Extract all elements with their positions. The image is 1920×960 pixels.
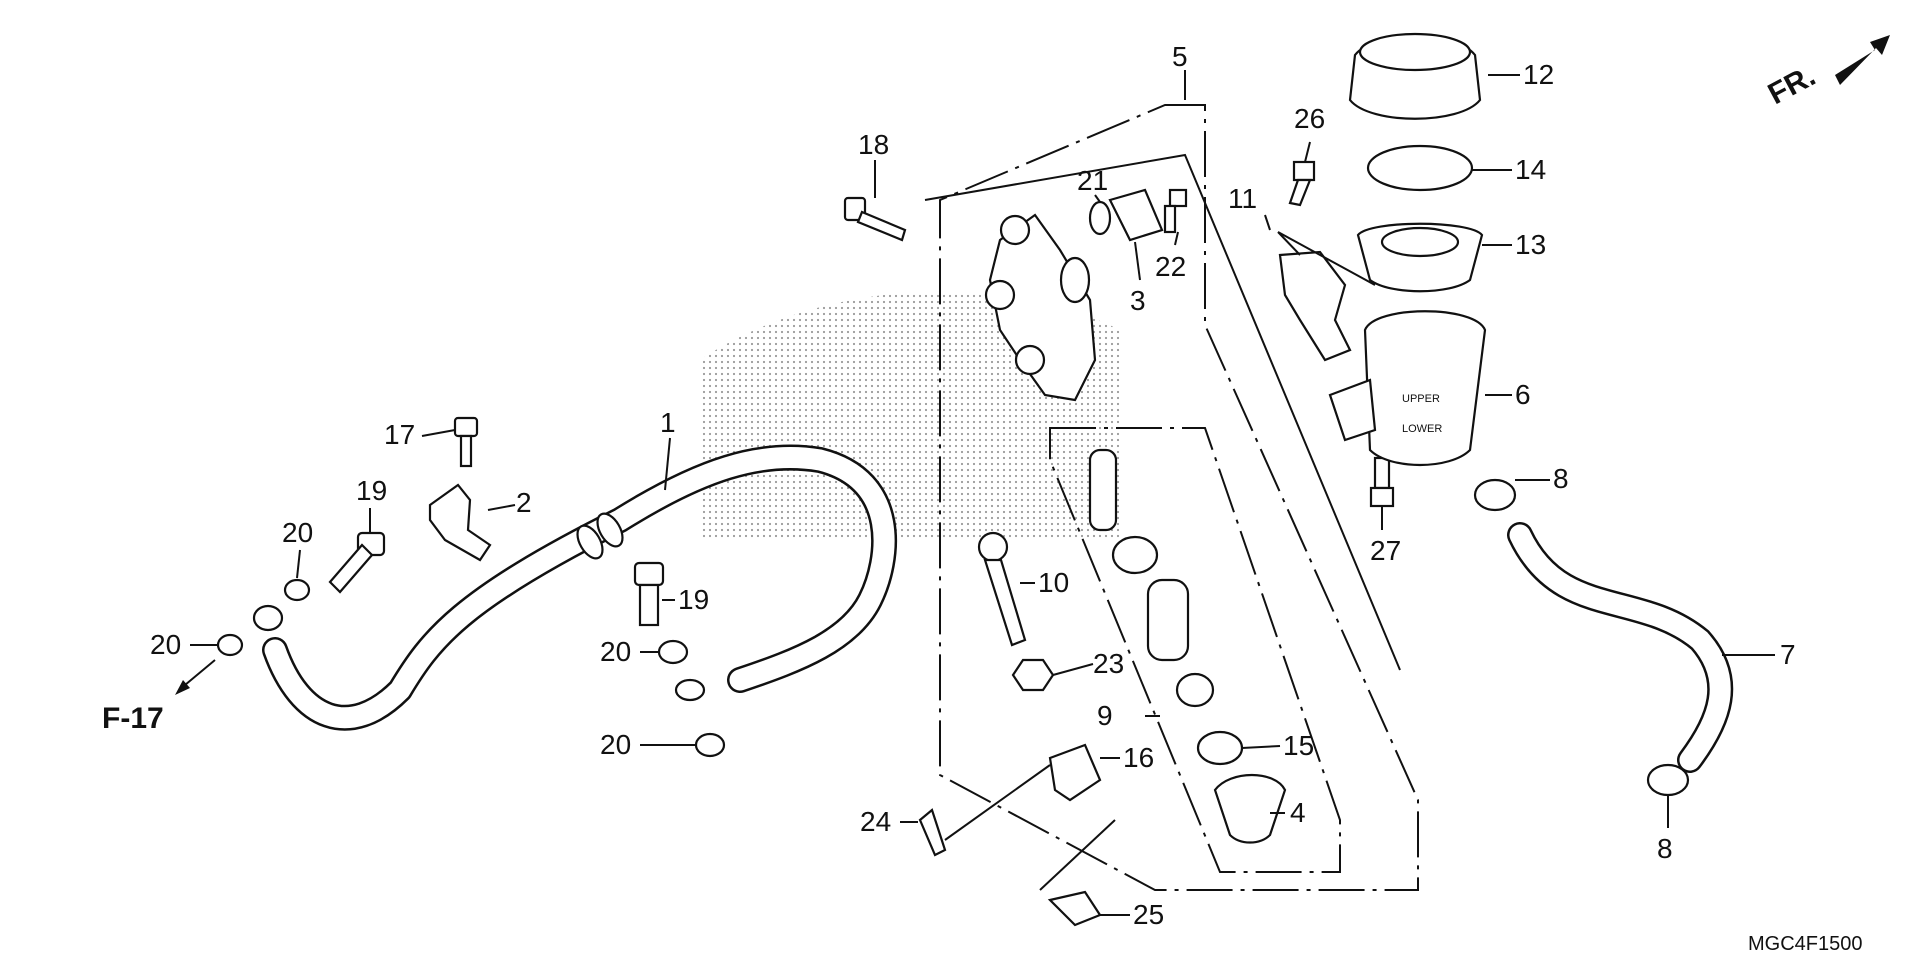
screw-22 [1163,188,1188,234]
callout-1: 1 [660,407,676,438]
callout-8-upper: 8 [1553,463,1569,494]
group-outline-5 [939,104,1419,891]
reservoir-hose [1507,522,1734,773]
callout-27: 27 [1370,535,1401,566]
callout-5: 5 [1172,41,1188,72]
clevis-16 [1048,743,1102,802]
diaphragm [1356,222,1484,293]
push-rod [977,531,1027,647]
screw-27 [1369,456,1395,508]
callout-3: 3 [1130,285,1146,316]
hose-bracket [428,483,492,562]
piston-set [1088,448,1215,708]
callout-11: 11 [1228,183,1257,214]
boot-4 [1213,773,1287,844]
callout-8-lower: 8 [1657,833,1673,864]
callout-7: 7 [1780,639,1796,670]
plate-11 [1278,250,1352,362]
callout-15: 15 [1283,730,1314,761]
callout-labels: 1 2 3 4 5 6 7 8 8 9 10 11 12 13 14 15 16… [150,41,1796,930]
callout-22: 22 [1155,251,1186,282]
callout-10: 10 [1038,567,1069,598]
bolt-18 [843,196,907,242]
brake-hose [252,444,898,731]
group-outline-5-inner [924,153,1401,671]
diaphragm-plate [1366,144,1474,192]
callout-21: 21 [1077,165,1108,196]
joint-3 [1108,188,1164,242]
joint-pin-25 [1047,890,1102,927]
bolt-17 [453,416,479,468]
callout-4: 4 [1290,797,1306,828]
reservoir-lower-label: LOWER [1402,423,1442,435]
callout-19-left: 19 [356,475,387,506]
o-ring-21 [1088,200,1112,236]
callout-18: 18 [858,129,889,160]
callout-9: 9 [1097,700,1113,731]
reference-label: F-17 [102,702,164,735]
callout-13: 13 [1515,229,1546,260]
callout-24: 24 [860,806,891,837]
callout-2: 2 [516,487,532,518]
callout-20-a: 20 [282,517,313,548]
callout-6: 6 [1515,379,1531,410]
banjo-bolt-19-middle [633,561,665,627]
group-outline-9 [1049,427,1341,873]
callout-14: 14 [1515,154,1546,185]
banjo-bolt-19-left [328,531,386,594]
drawing-code: MGC4F1500 [1748,933,1863,955]
callout-12: 12 [1523,59,1554,90]
master-cylinder-body [984,213,1097,402]
callout-16: 16 [1123,742,1154,773]
front-direction-label: FR. [1763,59,1821,111]
front-direction-arrow [1835,35,1890,85]
circlip-15 [1196,730,1244,766]
callout-20-b: 20 [150,629,181,660]
leader-lines [190,70,1775,916]
reservoir: UPPER LOWER [1328,310,1487,466]
nut-23 [1011,658,1055,692]
callout-23: 23 [1093,648,1124,679]
callout-20-c: 20 [600,636,631,667]
cotter-pin-24 [918,808,947,857]
callout-19-middle: 19 [678,584,709,615]
callout-17: 17 [384,419,415,450]
reservoir-upper-label: UPPER [1402,393,1440,405]
reference-arrow [175,659,216,695]
callout-20-d: 20 [600,729,631,760]
reservoir-cap [1348,32,1482,120]
hose-clip-8-upper [1473,478,1517,512]
callout-25: 25 [1133,899,1164,930]
screw-26 [1288,160,1316,207]
callout-26: 26 [1294,103,1325,134]
